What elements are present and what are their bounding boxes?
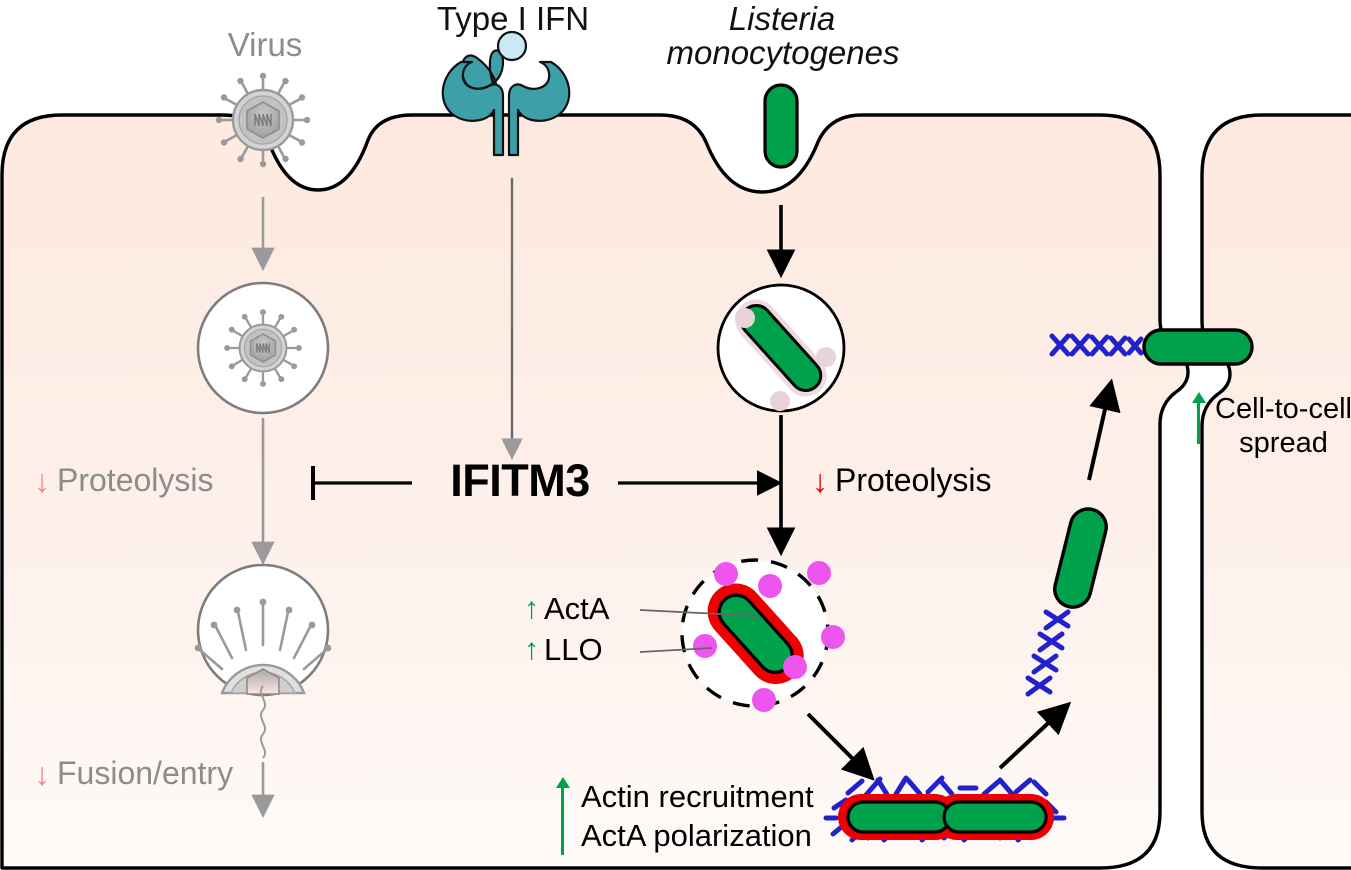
released-capsid-icon	[246, 668, 280, 695]
ifn-ligand-icon	[496, 30, 528, 62]
protruding-listeria-rod	[1142, 328, 1254, 366]
actin-comet-motility	[1025, 378, 1121, 697]
phagosome-dot	[735, 308, 755, 328]
neighbor-cell-body	[1200, 113, 1351, 870]
dividing-bacterium-right	[942, 800, 1048, 834]
vacuole-magenta-dot	[783, 655, 807, 679]
motile-listeria-rod	[1053, 507, 1108, 609]
cell-to-cell-protrusion	[1049, 328, 1254, 366]
listeria-phagosome	[716, 283, 846, 413]
type-i-ifn-receptor	[441, 30, 571, 460]
listeria-rod-extracellular	[763, 83, 799, 169]
dividing-bacteria-with-actin	[806, 701, 1072, 843]
virus-endosome-fusion	[194, 563, 332, 759]
listeria-extracellular	[763, 83, 799, 279]
virus-extracellular	[215, 72, 311, 271]
receptor-left-shape	[441, 60, 505, 157]
acta-leader-line	[639, 609, 761, 617]
spread-to-membrane-arrow	[1087, 378, 1121, 481]
virus-genome-icon	[254, 113, 272, 127]
vacuole-magenta-dot	[693, 634, 717, 658]
protrusion-actin-tail	[1049, 333, 1144, 357]
receptor-left-subunit-icon	[460, 49, 505, 157]
escape-to-cytosol-arrow	[806, 712, 875, 781]
released-genome-icon	[260, 685, 266, 759]
vacuole-magenta-dot	[714, 562, 738, 586]
main-cell-body	[0, 113, 1190, 870]
fusing-virus-icon	[194, 598, 332, 759]
vacuole-magenta-dot	[752, 688, 776, 712]
receptor-right-shape	[507, 60, 571, 157]
ifitm3-network	[311, 466, 783, 500]
motility-start-arrow	[998, 701, 1072, 770]
disrupted-vacuole	[639, 558, 845, 712]
vacuole-magenta-dot	[758, 574, 782, 598]
llo-leader-line	[639, 647, 713, 653]
virus-spikes-icon	[215, 72, 311, 168]
vacuole-magenta-dot	[821, 625, 845, 649]
dividing-bacterium-left	[846, 800, 952, 834]
endosomal-virus-spikes-icon	[224, 309, 302, 387]
vacuole-magenta-dot	[807, 561, 831, 585]
phagosome-dot	[770, 391, 790, 411]
virus-endosome-early	[196, 281, 330, 415]
cell-membranes	[0, 113, 1351, 870]
endosomal-virus-genome-icon	[256, 343, 270, 353]
actin-comet-tail	[1025, 609, 1071, 697]
phagosome-dot	[816, 347, 836, 367]
